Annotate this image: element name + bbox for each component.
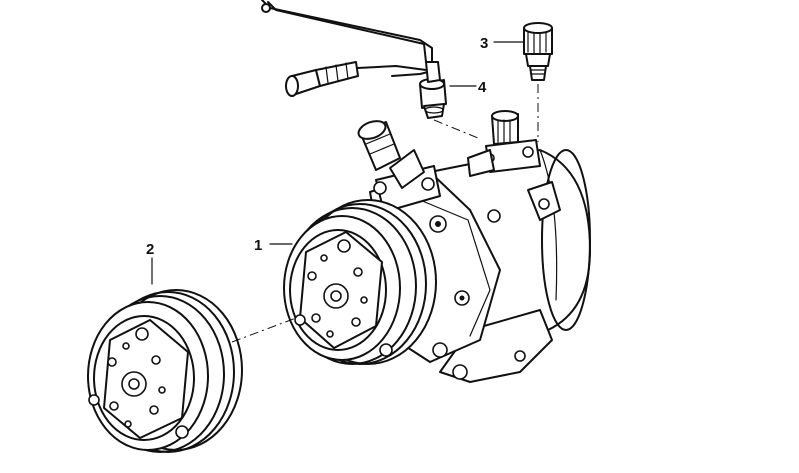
axis-centerline [231,317,297,343]
wire-harness [261,0,433,97]
pressure-switch [419,61,479,139]
compressor-clutch-pulley [283,199,437,365]
clutch-pulley-separate [87,289,243,453]
callout-1: 1 [254,237,262,254]
callout-4: 4 [478,79,487,96]
callout-2: 2 [146,241,154,258]
relief-valve [523,22,553,142]
callout-leaders [151,41,525,285]
callout-3: 3 [480,35,488,52]
